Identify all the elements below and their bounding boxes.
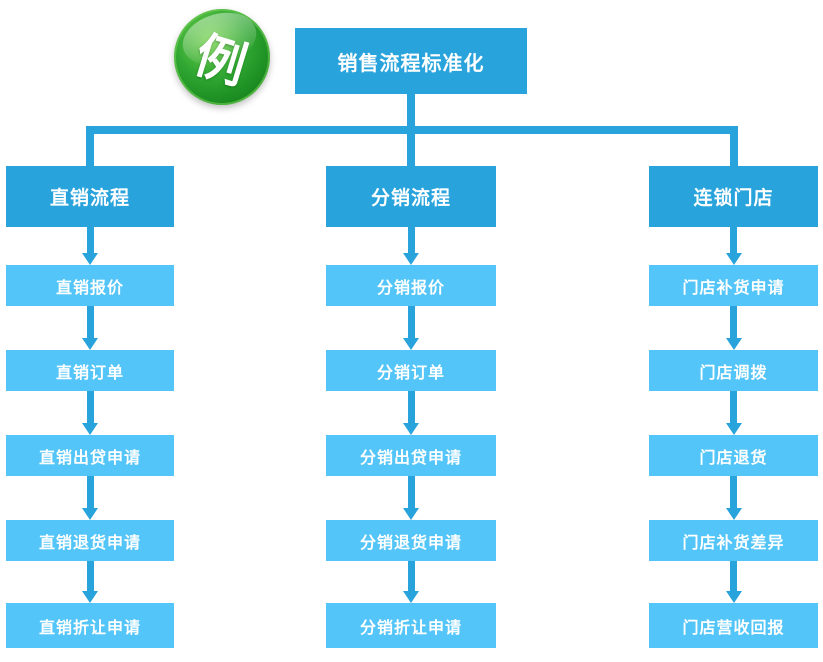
flow-node-label: 门店补货差异 xyxy=(682,534,785,552)
arrow-shaft xyxy=(86,306,94,338)
root-node-label: 销售流程标准化 xyxy=(337,52,485,75)
flow-node: 直销报价 xyxy=(6,265,174,306)
flow-node-label: 门店营收回报 xyxy=(682,619,785,637)
flow-node-label: 门店调拨 xyxy=(699,364,768,382)
down-arrow xyxy=(6,391,174,435)
flow-node-label: 门店补货申请 xyxy=(682,279,785,297)
down-arrow xyxy=(6,306,174,350)
flow-node: 直销订单 xyxy=(6,350,174,391)
down-arrow xyxy=(649,476,818,520)
flow-node-label: 分销报价 xyxy=(376,279,445,297)
arrow-shaft xyxy=(730,476,737,508)
arrow-shaft xyxy=(407,306,415,338)
flow-node-label: 直销报价 xyxy=(55,279,124,297)
arrow-shaft xyxy=(730,561,737,591)
example-badge-label: 例 xyxy=(188,26,253,95)
arrow-head xyxy=(725,423,742,435)
flow-column-direct-sales: 直销流程 直销报价 直销订单 直销出贷申请 直销退货申请 直销折让申请 xyxy=(6,166,174,648)
flow-node-label: 分销出贷申请 xyxy=(359,449,462,467)
down-arrow xyxy=(326,476,496,520)
connector-drop xyxy=(407,134,415,166)
flow-node: 分销退货申请 xyxy=(326,520,496,561)
down-arrow xyxy=(326,561,496,603)
flow-node-label: 分销退货申请 xyxy=(359,534,462,552)
down-arrow xyxy=(326,391,496,435)
arrow-head xyxy=(725,338,742,350)
down-arrow xyxy=(649,391,818,435)
arrow-shaft xyxy=(86,391,94,423)
down-arrow xyxy=(326,227,496,265)
arrow-shaft xyxy=(730,227,737,253)
flow-node-label: 分销折让申请 xyxy=(359,619,462,637)
arrow-head xyxy=(82,591,98,603)
flow-node: 门店调拨 xyxy=(649,350,818,391)
arrow-head xyxy=(82,508,98,520)
flow-node: 分销折让申请 xyxy=(326,603,496,648)
flow-node: 门店补货差异 xyxy=(649,520,818,561)
arrow-head xyxy=(403,338,419,350)
flow-node-label: 直销订单 xyxy=(55,364,124,382)
flow-node: 门店营收回报 xyxy=(649,603,818,648)
arrow-shaft xyxy=(730,391,737,423)
arrow-head xyxy=(725,591,742,603)
flow-node: 分销报价 xyxy=(326,265,496,306)
connector-drop xyxy=(730,134,738,166)
arrow-shaft xyxy=(407,476,415,508)
arrow-shaft xyxy=(407,561,415,591)
flow-node-label: 直销出贷申请 xyxy=(38,449,141,467)
flow-column-distribution: 分销流程 分销报价 分销订单 分销出贷申请 分销退货申请 分销折让申请 xyxy=(326,166,496,648)
connector-horizontal-bar xyxy=(86,126,738,134)
column-header-label: 分销流程 xyxy=(370,188,451,209)
arrow-shaft xyxy=(407,227,415,253)
arrow-shaft xyxy=(730,306,737,338)
arrow-shaft xyxy=(86,476,94,508)
arrow-shaft xyxy=(86,561,94,591)
arrow-shaft xyxy=(86,227,94,253)
flow-node: 门店退货 xyxy=(649,435,818,476)
down-arrow xyxy=(649,561,818,603)
column-header-label: 直销流程 xyxy=(49,188,130,209)
arrow-head xyxy=(403,253,419,265)
arrow-head xyxy=(403,423,419,435)
down-arrow xyxy=(649,306,818,350)
flow-node: 直销退货申请 xyxy=(6,520,174,561)
down-arrow xyxy=(6,476,174,520)
flow-node-label: 门店退货 xyxy=(699,449,768,467)
arrow-head xyxy=(725,508,742,520)
column-header-label: 连锁门店 xyxy=(693,188,774,209)
flow-node: 分销订单 xyxy=(326,350,496,391)
flow-node-label: 分销订单 xyxy=(376,364,445,382)
flow-node: 门店补货申请 xyxy=(649,265,818,306)
arrow-head xyxy=(82,253,98,265)
connector-drop xyxy=(86,134,94,166)
down-arrow xyxy=(6,227,174,265)
arrow-head xyxy=(725,253,742,265)
arrow-head xyxy=(403,591,419,603)
down-arrow xyxy=(6,561,174,603)
down-arrow xyxy=(326,306,496,350)
column-header: 直销流程 xyxy=(6,166,174,227)
example-badge-icon: 例 xyxy=(174,9,270,105)
connector-stem xyxy=(407,92,415,126)
flow-node: 直销出贷申请 xyxy=(6,435,174,476)
flow-column-chain-stores: 连锁门店 门店补货申请 门店调拨 门店退货 门店补货差异 门店营收回报 xyxy=(649,166,818,648)
flow-node: 直销折让申请 xyxy=(6,603,174,648)
flow-node-label: 直销折让申请 xyxy=(38,619,141,637)
arrow-shaft xyxy=(407,391,415,423)
arrow-head xyxy=(82,423,98,435)
flow-node-label: 直销退货申请 xyxy=(38,534,141,552)
arrow-head xyxy=(403,508,419,520)
arrow-head xyxy=(82,338,98,350)
column-header: 连锁门店 xyxy=(649,166,818,227)
column-header: 分销流程 xyxy=(326,166,496,227)
root-node: 销售流程标准化 xyxy=(295,28,527,94)
down-arrow xyxy=(649,227,818,265)
flow-node: 分销出贷申请 xyxy=(326,435,496,476)
